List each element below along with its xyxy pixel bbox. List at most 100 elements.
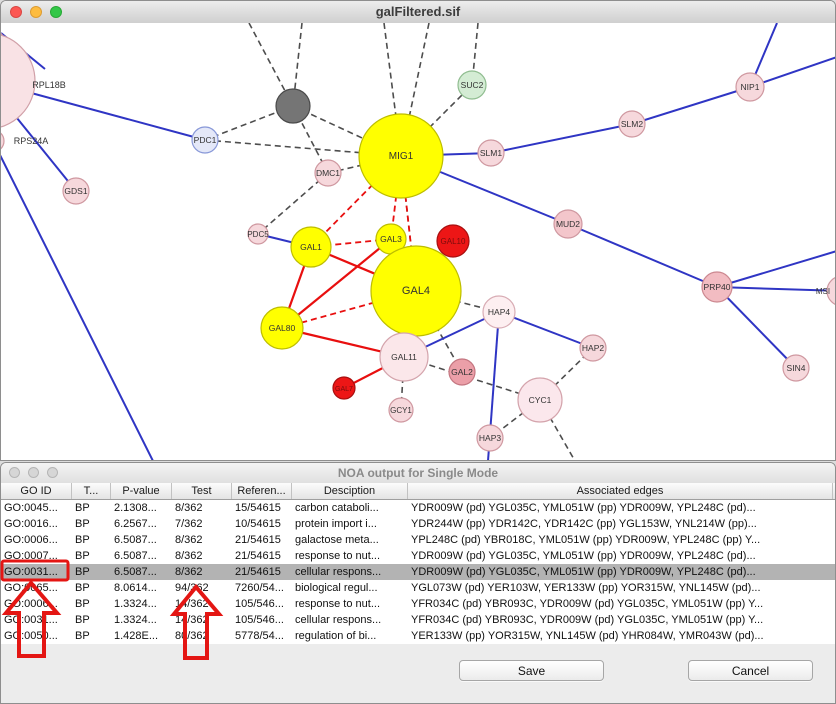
zoom-button[interactable] bbox=[47, 467, 58, 478]
network-node-gal2[interactable] bbox=[448, 358, 476, 386]
column-header-p-value[interactable]: P-value bbox=[111, 483, 172, 499]
minimize-button[interactable] bbox=[28, 467, 39, 478]
network-node-nip1[interactable] bbox=[735, 72, 765, 102]
network-edge[interactable] bbox=[567, 223, 718, 288]
network-edge[interactable] bbox=[292, 23, 303, 107]
column-header-t[interactable]: T... bbox=[72, 483, 111, 499]
network-node-dmc1[interactable] bbox=[314, 159, 342, 187]
table-cell: YGL073W (pd) YER103W, YER133W (pp) YOR31… bbox=[411, 582, 761, 594]
network-window-titlebar[interactable]: galFiltered.sif bbox=[1, 1, 835, 24]
close-button[interactable] bbox=[9, 467, 20, 478]
node-label: SLM1 bbox=[480, 148, 502, 158]
table-cell: 5778/54... bbox=[235, 630, 284, 642]
node-label: PRP40 bbox=[704, 282, 731, 292]
network-node-pdc5[interactable] bbox=[247, 223, 269, 245]
network-node-mud2[interactable] bbox=[553, 209, 583, 239]
network-edge[interactable] bbox=[400, 84, 473, 157]
table-cell: 105/546... bbox=[235, 614, 284, 626]
network-edge[interactable] bbox=[716, 286, 836, 292]
node-label: GAL4 bbox=[402, 285, 430, 297]
network-node-msi[interactable] bbox=[826, 276, 836, 306]
table-cell: 2.1308... bbox=[114, 502, 157, 514]
close-button[interactable] bbox=[10, 6, 22, 18]
node-label: RPL18B bbox=[32, 80, 66, 90]
table-cell: 80/362 bbox=[175, 630, 209, 642]
save-button[interactable]: Save bbox=[459, 660, 604, 681]
column-header-desciption[interactable]: Desciption bbox=[292, 483, 408, 499]
network-edge[interactable] bbox=[257, 172, 329, 235]
table-cell: response to nut... bbox=[295, 598, 380, 610]
network-node-gal80[interactable] bbox=[260, 306, 304, 350]
network-node-mig1[interactable] bbox=[358, 113, 444, 199]
table-cell: YDR244W (pp) YDR142C, YDR142C (pp) YGL15… bbox=[411, 518, 757, 530]
table-cell: 8/362 bbox=[175, 566, 203, 578]
node-label: RPS24A bbox=[14, 136, 49, 146]
network-edge[interactable] bbox=[1, 141, 154, 461]
node-label: NIP1 bbox=[741, 82, 760, 92]
network-edge[interactable] bbox=[716, 286, 797, 369]
network-edge[interactable] bbox=[248, 23, 294, 107]
network-edge[interactable] bbox=[631, 86, 751, 125]
network-node-rps24a[interactable] bbox=[1, 130, 5, 152]
cancel-button[interactable]: Cancel bbox=[688, 660, 813, 681]
table-cell: GO:0065... bbox=[4, 582, 58, 594]
network-window-title: galFiltered.sif bbox=[375, 4, 461, 19]
table-cell: 10/54615 bbox=[235, 518, 281, 530]
noa-window-titlebar[interactable]: NOA output for Single Mode bbox=[1, 463, 835, 484]
network-node-gcy1[interactable] bbox=[388, 397, 414, 423]
network-node-hap4[interactable] bbox=[482, 295, 516, 329]
table-cell: 8.0614... bbox=[114, 582, 157, 594]
network-node-hap3[interactable] bbox=[476, 424, 504, 452]
node-label: HAP2 bbox=[582, 343, 604, 353]
network-node-gds1[interactable] bbox=[62, 177, 90, 205]
table-cell: carbon cataboli... bbox=[295, 502, 379, 514]
network-edge[interactable] bbox=[749, 56, 836, 88]
table-cell: cellular respons... bbox=[295, 566, 382, 578]
node-label: MUD2 bbox=[556, 219, 580, 229]
network-edge[interactable] bbox=[498, 311, 594, 349]
node-label: GAL1 bbox=[300, 242, 322, 252]
network-node-suc2[interactable] bbox=[457, 70, 487, 100]
network-node-pdc1[interactable] bbox=[191, 126, 219, 154]
network-node-prp40[interactable] bbox=[701, 271, 733, 303]
zoom-button[interactable] bbox=[50, 6, 62, 18]
network-node-gal1[interactable] bbox=[290, 226, 332, 268]
network-node-slm2[interactable] bbox=[618, 110, 646, 138]
network-node-cyc1[interactable] bbox=[517, 377, 563, 423]
network-node-gal10[interactable] bbox=[436, 224, 470, 258]
node-label: MSI bbox=[816, 287, 830, 296]
node-label: HAP4 bbox=[488, 307, 510, 317]
column-header-referen[interactable]: Referen... bbox=[232, 483, 292, 499]
node-label: GDS1 bbox=[64, 186, 87, 196]
network-edge[interactable] bbox=[716, 250, 836, 288]
table-cell: galactose meta... bbox=[295, 534, 379, 546]
network-node-slm1[interactable] bbox=[477, 139, 505, 167]
minimize-button[interactable] bbox=[30, 6, 42, 18]
network-node-hap2[interactable] bbox=[579, 334, 607, 362]
column-header-go-id[interactable]: GO ID bbox=[1, 483, 72, 499]
table-cell: 21/54615 bbox=[235, 550, 281, 562]
network-edge[interactable] bbox=[490, 123, 633, 154]
network-node-gal7[interactable] bbox=[332, 376, 356, 400]
column-header-associated-edges[interactable]: Associated edges bbox=[408, 483, 833, 499]
network-node-rpl18b[interactable] bbox=[1, 33, 36, 129]
network-edge[interactable] bbox=[281, 238, 392, 329]
table-cell: 6.2567... bbox=[114, 518, 157, 530]
network-node-sin4[interactable] bbox=[782, 354, 810, 382]
network-node-gray[interactable] bbox=[275, 88, 311, 124]
table-cell: 14/362 bbox=[175, 598, 209, 610]
network-node-gal11[interactable] bbox=[379, 332, 429, 382]
column-header-test[interactable]: Test bbox=[172, 483, 232, 499]
